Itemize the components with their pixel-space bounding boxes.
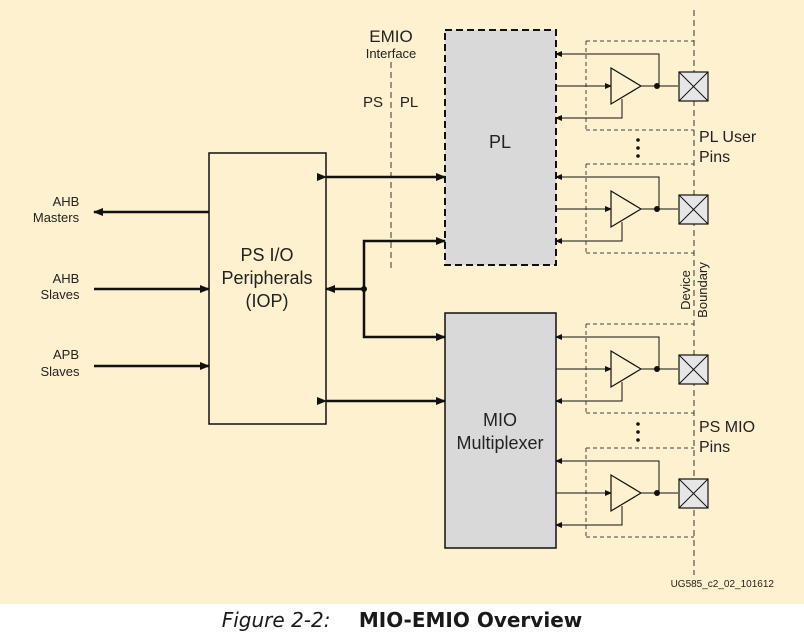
ahb-masters-label-line2: Masters — [33, 210, 80, 225]
figure-caption-label: Figure 2-2: — [221, 608, 331, 632]
iop-label-line2: Peripherals — [221, 268, 312, 288]
junction-to-mio-arrow — [362, 289, 446, 341]
apb-slaves-label-line1: APB — [53, 347, 79, 362]
emio-pl-label: PL — [400, 94, 418, 111]
mio-label-line1: MIO — [483, 410, 517, 430]
pl-pins-ellipsis — [636, 138, 640, 158]
ahb-slaves-label-line1: AHB — [53, 271, 80, 286]
pl-block-label: PL — [489, 132, 511, 152]
ps-mio-pins-label-line1: PS MIO — [699, 419, 755, 436]
emio-title: EMIO — [369, 27, 412, 46]
pl-pin-buffer-1 — [555, 40, 709, 131]
iop-label-line1: PS I/O — [240, 245, 293, 265]
emio-ps-label: PS — [363, 94, 383, 111]
pl-pin-buffer-2 — [555, 163, 709, 254]
figure-caption-title: MIO-EMIO Overview — [358, 608, 583, 632]
apb-slaves-label-line2: Slaves — [40, 364, 80, 379]
mio-emio-diagram: EMIO Interface PS PL Device Boundary PL … — [33, 10, 775, 590]
device-boundary-label-line2: Boundary — [695, 262, 710, 318]
mio-pins-ellipsis — [636, 422, 640, 442]
figure-caption: Figure 2-2: MIO-EMIO Overview — [0, 608, 804, 638]
junction-to-pl-arrow — [362, 237, 446, 289]
iop-block — [208, 152, 327, 425]
pl-user-pins-label-line1: PL User — [699, 129, 757, 146]
iop-label-line3: (IOP) — [246, 291, 289, 311]
mio-block — [444, 312, 557, 549]
device-boundary-label-line1: Device — [678, 270, 693, 310]
diagram-background — [0, 0, 804, 604]
pl-user-pins-label-line2: Pins — [699, 149, 730, 166]
emio-subtitle: Interface — [366, 46, 417, 61]
ahb-slaves-label-line2: Slaves — [40, 287, 80, 302]
mio-pin-buffer-2 — [555, 447, 709, 538]
ahb-masters-label-line1: AHB — [53, 194, 80, 209]
junction-dot — [361, 286, 367, 292]
ps-mio-pins-label-line2: Pins — [699, 439, 730, 456]
doc-id: UG585_c2_02_101612 — [671, 579, 775, 590]
pl-block — [444, 29, 557, 266]
mio-pin-buffer-1 — [555, 323, 709, 414]
mio-label-line2: Multiplexer — [456, 433, 543, 453]
